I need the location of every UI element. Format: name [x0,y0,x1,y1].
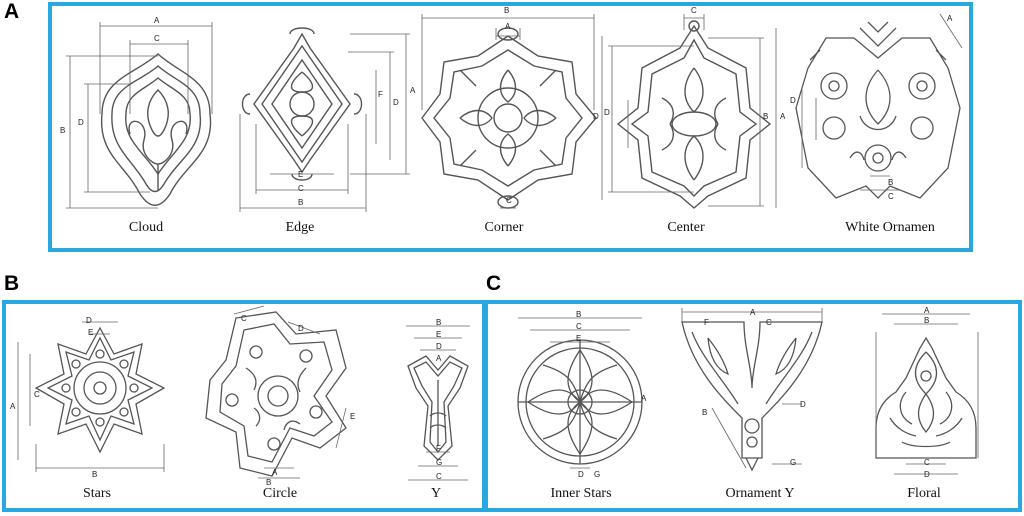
panel-a-frame [48,2,973,252]
panel-c-letter: C [486,272,502,295]
center-caption: Center [667,220,705,235]
corner-dim-c: C [506,196,512,205]
edge-dim-f: F [378,90,383,99]
cloud-dim-a: A [154,16,160,25]
y-dim-e: E [436,330,442,339]
y-dim-b: B [436,318,442,327]
ornament-y-dim-b: B [702,408,708,417]
circle-caption: Circle [262,486,298,501]
cloud-dim-d: D [78,118,84,127]
inner-stars-drawing [517,317,643,469]
stars-dim-a: A [10,402,16,411]
floral-dim-a: A [924,306,930,315]
cloud-caption: Cloud [128,220,164,235]
ornament-y-caption: Ornament Y [725,486,795,501]
inner-stars-caption: Inner Stars [550,486,612,501]
ornament-y-drawing [681,308,823,472]
ornament-y-dim-c: C [766,318,772,327]
floral-dim-d: D [924,470,930,479]
cloud-dim-c: C [154,34,160,43]
circle-dim-e: E [350,412,356,421]
edge-dim-b: B [298,198,304,207]
corner-ornament-drawing [421,14,603,209]
edge-dim-a: A [410,86,416,95]
corner-dim-d: D [593,112,599,121]
y-dim-c: C [436,472,442,481]
panel-c-frame [484,300,1022,512]
center-dim-b: B [763,112,769,121]
floral-drawing [875,313,979,475]
cloud-ornament-drawing [66,22,213,209]
center-dim-d: D [604,108,610,117]
panel-b-letter: B [4,272,20,295]
circle-dim-d: D [298,324,304,333]
stars-dim-c: C [34,390,40,399]
white-ornament-dim-a: A [947,14,953,23]
floral-dim-b: B [924,316,930,325]
inner-stars-dim-a: A [641,394,647,403]
stars-dim-b: B [92,470,98,479]
stars-ornament-drawing [17,321,166,472]
inner-stars-dim-c: C [576,322,582,331]
circle-ornament-drawing [205,305,347,479]
inner-stars-dim-e: E [576,334,582,343]
white-ornament-dim-c: C [888,192,894,201]
y-dim-a: A [436,354,442,363]
ornament-y-dim-g: G [790,458,797,467]
edge-dim-e: E [298,170,304,179]
y-dim-f: F [436,444,441,453]
white-ornament-caption: White Ornamen [845,220,935,235]
circle-dim-c: C [241,314,247,323]
ornament-y-dim-f: F [704,318,709,327]
y-dim-g: G [436,458,443,467]
stars-dim-e: E [88,328,94,337]
panel-a-letter: A [4,0,20,23]
white-ornament-drawing [795,13,963,199]
corner-dim-a: A [505,22,511,31]
inner-stars-dim-d: D [578,470,584,479]
white-ornament-dim-d: D [790,96,796,105]
stars-dim-d: D [86,316,92,325]
circle-dim-a: A [272,468,278,477]
corner-caption: Corner [484,220,524,235]
ornament-y-dim-a: A [750,308,756,317]
edge-dim-c: C [298,184,304,193]
y-ornament-drawing [406,325,470,481]
edge-caption: Edge [285,220,315,235]
ornament-y-dim-d: D [800,400,806,409]
corner-dim-b: B [504,6,510,15]
floral-dim-c: C [924,458,930,467]
inner-stars-dim-b: B [576,310,582,319]
circle-dim-b: B [266,478,272,487]
center-dim-a: A [780,112,786,121]
edge-ornament-drawing [239,27,410,212]
inner-stars-dim-g: G [594,470,601,479]
y-caption: Y [430,486,442,501]
stars-caption: Stars [83,486,111,501]
center-dim-c: C [691,6,697,15]
white-ornament-dim-b: B [888,178,894,187]
edge-dim-d: D [393,98,399,107]
center-ornament-drawing [608,14,777,209]
y-dim-d: D [436,342,442,351]
cloud-dim-b: B [60,126,66,135]
floral-caption: Floral [907,486,941,501]
